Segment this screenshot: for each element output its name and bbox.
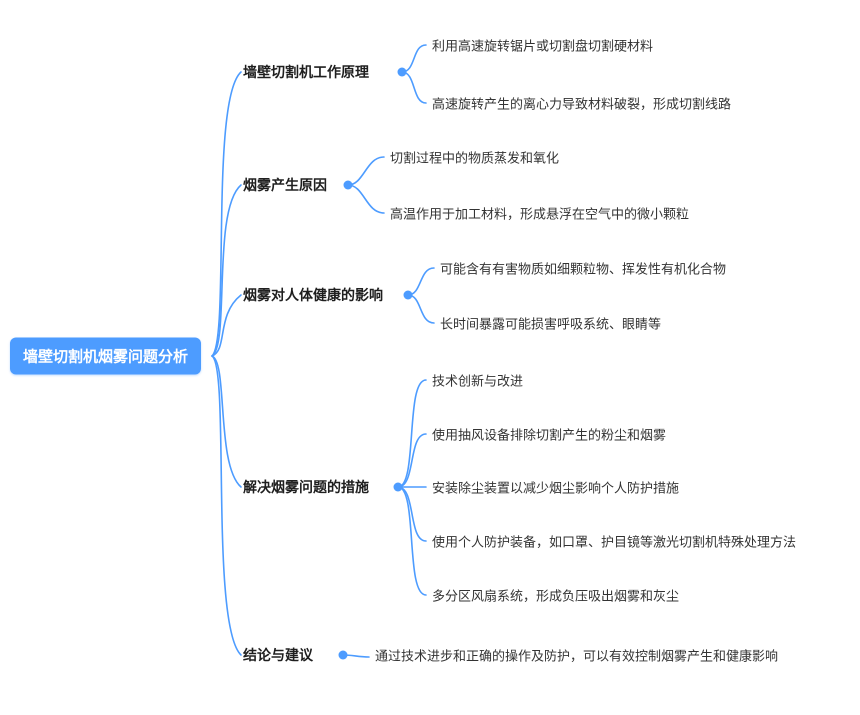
branch-node-conclusion[interactable]: 结论与建议	[243, 647, 313, 663]
connector-branch3-child1	[407, 267, 435, 296]
connector-branch2-child1	[347, 156, 385, 186]
connector-branch4-child4	[397, 486, 427, 542]
leaf-node[interactable]: 技术创新与改进	[432, 373, 524, 389]
leaf-node[interactable]: 长时间暴露可能损害呼吸系统、眼睛等	[440, 316, 662, 332]
leaf-node[interactable]: 安装除尘装置以减少烟尘影响个人防护措施	[432, 480, 680, 496]
leaf-node[interactable]: 多分区风扇系统，形成负压吸出烟雾和灰尘	[432, 588, 680, 604]
connector-branch1-child2	[401, 71, 427, 104]
connector-branch4-child5	[397, 486, 427, 596]
connector-root-branch-1	[211, 71, 242, 357]
connector-root-branch-4	[211, 355, 242, 488]
branch-node-health-impact[interactable]: 烟雾对人体健康的影响	[243, 287, 383, 303]
branch-collapse-dot[interactable]	[403, 290, 413, 300]
connector-branch2-child2	[347, 184, 385, 214]
connector-branch1-child1	[401, 44, 427, 73]
connector-root-branch-3	[211, 294, 242, 357]
branch-node-smoke-cause[interactable]: 烟雾产生原因	[243, 177, 327, 193]
connector-root-branch-5	[211, 355, 242, 656]
branch-node-working-principle[interactable]: 墙壁切割机工作原理	[243, 64, 369, 80]
leaf-node[interactable]: 通过技术进步和正确的操作及防护，可以有效控制烟雾产生和健康影响	[375, 648, 779, 664]
leaf-node[interactable]: 使用个人防护装备，如口罩、护目镜等激光切割机特殊处理方法	[432, 534, 797, 550]
leaf-node[interactable]: 可能含有有害物质如细颗粒物、挥发性有机化合物	[440, 261, 727, 277]
branch-collapse-dot[interactable]	[393, 482, 403, 492]
branch-node-solutions[interactable]: 解决烟雾问题的措施	[243, 479, 369, 495]
connector-branch4-child2	[397, 433, 427, 488]
branch-collapse-dot[interactable]	[397, 67, 407, 77]
leaf-node[interactable]: 高温作用于加工材料，形成悬浮在空气中的微小颗粒	[390, 206, 690, 222]
root-node[interactable]: 墙壁切割机烟雾问题分析	[10, 337, 202, 375]
leaf-node[interactable]: 使用抽风设备排除切割产生的粉尘和烟雾	[432, 427, 667, 443]
connector-branch3-child2	[407, 294, 435, 324]
connector-root-branch-2	[211, 184, 242, 357]
branch-collapse-dot[interactable]	[343, 180, 353, 190]
branch-collapse-dot[interactable]	[338, 650, 348, 660]
leaf-node[interactable]: 高速旋转产生的离心力导致材料破裂，形成切割线路	[432, 96, 732, 112]
leaf-node[interactable]: 利用高速旋转锯片或切割盘切割硬材料	[432, 38, 654, 54]
connector-branch4-child1	[397, 379, 427, 488]
leaf-node[interactable]: 切割过程中的物质蒸发和氧化	[390, 150, 560, 166]
